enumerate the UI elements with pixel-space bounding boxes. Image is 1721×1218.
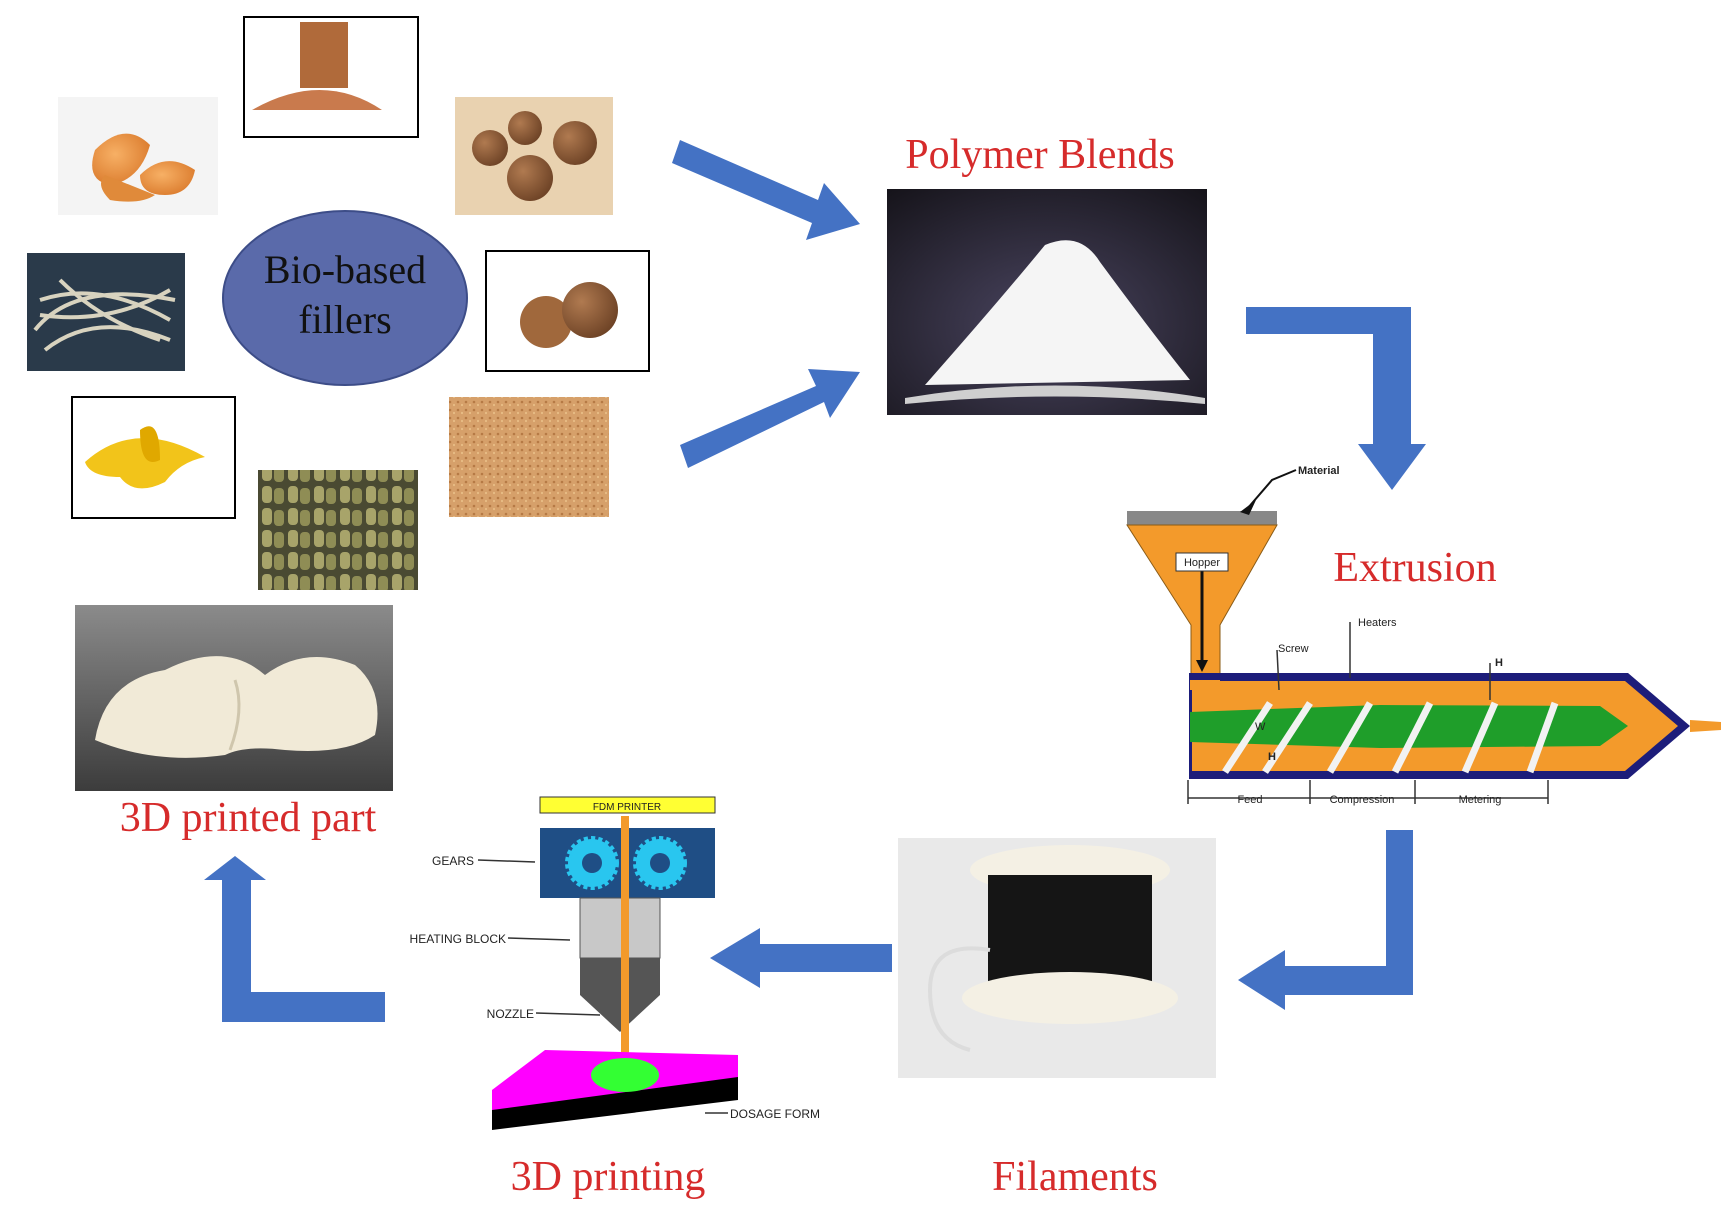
arrow-fillers-to-blends-lower [680,369,860,468]
filler-photo-wood-pellets [258,470,418,590]
fillers-label-line1: Bio-based [264,247,426,292]
extruder-feed-label: Feed [1237,794,1262,806]
arrow-printing-to-part [204,856,385,1022]
extruder-width-label: W [1255,721,1266,733]
arrow-fillers-to-blends-upper [672,140,860,240]
arrow-extrusion-to-filaments [1238,830,1413,1010]
filler-photo-sawdust [449,397,609,517]
filler-photo-wood-powder [243,16,419,138]
arrow-filaments-to-printing [710,928,892,988]
fillers-label-line2: fillers [298,297,391,342]
arrow-blends-to-extrusion [1246,307,1426,490]
extruder-depth-label-bottom: H [1268,751,1276,763]
printer-dosage-form-label: DOSAGE FORM [730,1107,820,1121]
printer-gears-label: GEARS [432,854,474,868]
printer-title-label: FDM PRINTER [593,802,661,813]
extruder-material-label: Material [1298,465,1340,477]
screw-flights [1222,701,1559,774]
stage-3d-printed-part-label: 3D printed part [120,795,377,841]
fdm-printer-diagram: FDM PRINTER GEARS HEATING BLOCK NOZZLE D… [410,796,820,1130]
filler-photo-walnuts [455,97,613,215]
printer-heating-block-label: HEATING BLOCK [410,932,506,946]
printer-nozzle-label: NOZZLE [487,1007,534,1021]
filler-photo-coconut [485,250,650,372]
bio-based-fillers-node: Bio-based fillers [222,210,468,386]
extruder-diagram: Material Hopper Screw Heaters H W H Feed… [1126,465,1721,806]
polymer-blends-photo [887,189,1207,415]
extruder-depth-label-top: H [1495,657,1503,669]
extruder-heaters-label: Heaters [1358,617,1397,629]
stage-filaments-label: Filaments [992,1154,1158,1200]
filler-photo-banana-peel [71,396,236,519]
printed-part-photo [75,605,393,791]
stage-extrusion-label: Extrusion [1333,545,1496,591]
filament-spool-photo [898,838,1216,1078]
extruder-metering-label: Metering [1459,794,1502,806]
extruder-screw-label: Screw [1278,643,1309,655]
filler-photo-fibers [27,253,185,371]
stage-3d-printing-label: 3D printing [511,1154,706,1200]
extruder-compression-label: Compression [1330,794,1395,806]
extruder-hopper-label: Hopper [1184,557,1220,569]
stage-polymer-blends-label: Polymer Blends [905,132,1175,178]
filler-photo-eggshell [58,97,218,215]
